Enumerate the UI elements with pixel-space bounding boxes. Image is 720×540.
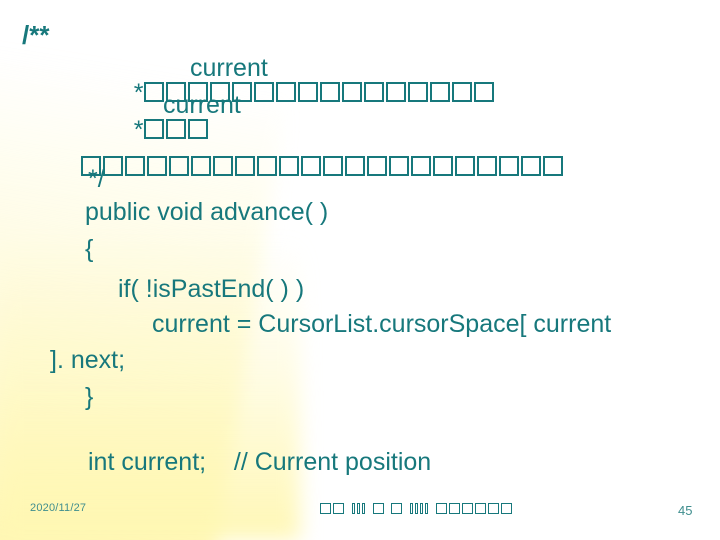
missing-glyph-box: [373, 502, 384, 514]
missing-glyph-box: [146, 156, 167, 176]
missing-glyph-box: [474, 82, 495, 102]
missing-glyph-box: [320, 502, 331, 514]
missing-glyph-box: [102, 156, 123, 176]
missing-glyph-box: [366, 156, 387, 176]
missing-glyph-box: [520, 156, 541, 176]
missing-glyph-box: [300, 156, 321, 176]
footer-date: 2020/11/27: [30, 502, 87, 514]
code-line-assignment-wrap: ]. next;: [50, 346, 126, 374]
missing-glyph-box: [498, 156, 519, 176]
missing-glyph-box: [362, 502, 365, 514]
missing-glyph-box: [254, 82, 275, 102]
missing-glyph-box: [432, 156, 453, 176]
missing-glyph-box: [188, 119, 209, 139]
missing-glyph-box: [430, 82, 451, 102]
missing-glyph-box: [276, 82, 297, 102]
javadoc-asterisk: *: [133, 116, 144, 144]
code-line-open-brace: {: [85, 235, 94, 263]
missing-glyph-box: [342, 82, 363, 102]
missing-glyph-box: [322, 156, 343, 176]
missing-glyph-box: [320, 82, 341, 102]
missing-glyph-box: [408, 82, 429, 102]
missing-glyph-box: [462, 502, 473, 514]
missing-glyph-box: [415, 502, 418, 514]
missing-glyph-box: [386, 82, 407, 102]
missing-glyph-box: [210, 82, 231, 102]
missing-glyph-box: [488, 502, 499, 514]
missing-glyph-box: [449, 502, 460, 514]
code-line-comment-open: /**: [22, 20, 50, 50]
missing-glyph-box: [542, 156, 563, 176]
javadoc-2-overlap-word: current: [163, 91, 241, 119]
missing-glyph-box: [166, 119, 187, 139]
missing-glyph-box: [391, 502, 402, 514]
missing-glyph-box: [410, 156, 431, 176]
missing-glyph-box: [144, 119, 165, 139]
javadoc-asterisk: *: [133, 79, 144, 107]
missing-glyph-box: [232, 82, 253, 102]
code-line-field-declaration: int current; // Current position: [88, 448, 432, 476]
code-line-comment-close: */: [88, 165, 105, 193]
missing-glyph-box: [501, 502, 512, 514]
missing-glyph-box: [475, 502, 486, 514]
missing-glyph-box: [256, 156, 277, 176]
code-line-method-signature: public void advance( ): [85, 198, 329, 226]
code-line-javadoc-1: *: [92, 56, 495, 131]
missing-glyph-box: [436, 502, 447, 514]
missing-glyph-box: [410, 502, 413, 514]
missing-glyph-box: [333, 502, 344, 514]
javadoc-1-overlap-word: current: [190, 54, 268, 82]
missing-glyph-box: [357, 502, 360, 514]
code-line-javadoc-2: *: [92, 93, 209, 168]
code-line-javadoc-3: [38, 130, 564, 205]
missing-glyph-box: [234, 156, 255, 176]
missing-glyph-box: [212, 156, 233, 176]
footer-page-number: 45: [678, 503, 693, 518]
missing-glyph-box: [476, 156, 497, 176]
missing-glyph-box: [166, 82, 187, 102]
code-line-assignment: current = CursorList.cursorSpace[ curren…: [152, 310, 612, 338]
missing-glyph-box: [168, 156, 189, 176]
missing-glyph-box: [344, 156, 365, 176]
missing-glyph-box: [278, 156, 299, 176]
missing-glyph-box: [352, 502, 355, 514]
missing-glyph-box: [388, 156, 409, 176]
code-line-if-statement: if( !isPastEnd( ) ): [118, 275, 305, 303]
missing-glyph-box: [298, 82, 319, 102]
missing-glyph-box: [80, 156, 101, 176]
missing-glyph-box: [452, 82, 473, 102]
missing-glyph-box: [364, 82, 385, 102]
missing-glyph-box: [124, 156, 145, 176]
missing-glyph-box: [144, 82, 165, 102]
missing-glyph-box: [454, 156, 475, 176]
missing-glyph-box: [425, 502, 428, 514]
code-line-close-brace: }: [85, 383, 94, 411]
missing-glyph-box: [188, 82, 209, 102]
missing-glyph-box: [190, 156, 211, 176]
missing-glyph-box: [420, 502, 423, 514]
footer-center-text: [320, 500, 512, 516]
